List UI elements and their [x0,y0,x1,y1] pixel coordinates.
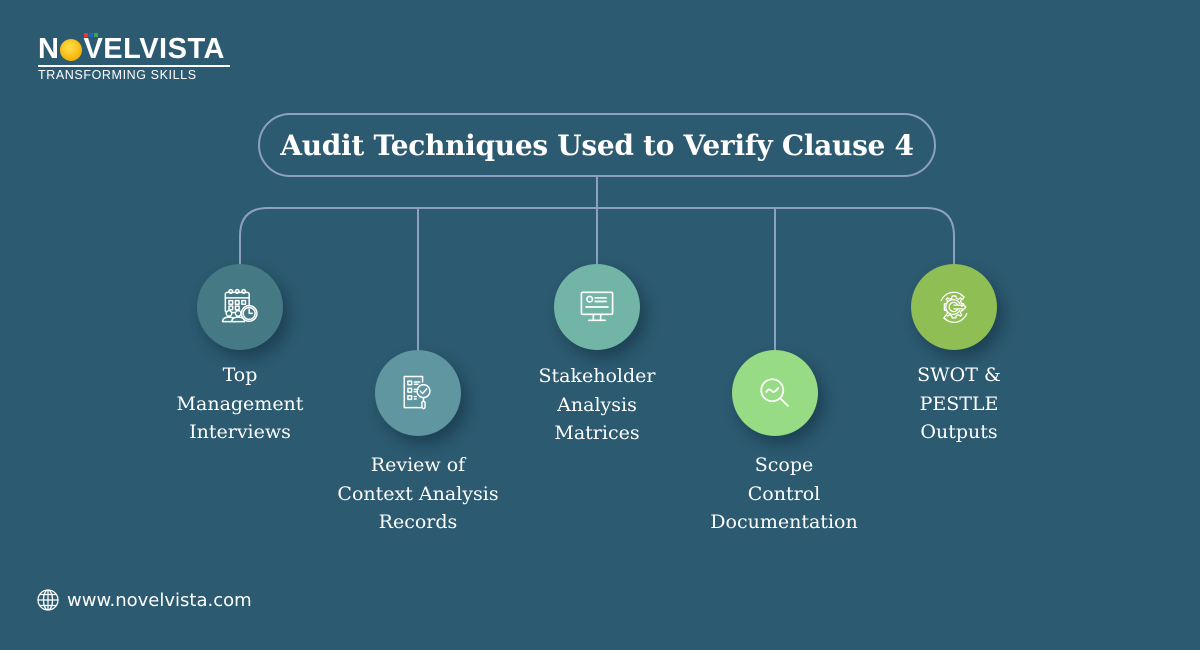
node-top-management-interviews [197,264,283,350]
magnifier-trend-icon [760,378,789,407]
node-review-context-analysis-records [375,350,461,436]
label-review-context-analysis-records: Review of Context Analysis Records [318,451,518,537]
label-swot-pestle-outputs: SWOT & PESTLE Outputs [859,361,1059,447]
node-swot-pestle-outputs [911,264,997,350]
diagram-title: Audit Techniques Used to Verify Clause 4 [280,128,914,162]
label-scope-control-documentation: Scope Control Documentation [684,451,884,537]
node-scope-control-documentation [732,350,818,436]
monitor-profile-icon [580,291,614,322]
label-line: Matrices [554,422,640,444]
logo-tagline: TRANSFORMING SKILLS [38,67,197,82]
logo-divider [38,65,230,67]
label-line: Top [222,364,258,386]
logo-letters: VELVISTA [83,33,225,65]
globe-icon [37,589,59,611]
sun-icon [60,33,99,61]
label-line: PESTLE [919,392,999,415]
title-pill: Audit Techniques Used to Verify Clause 4 [258,113,936,177]
novelvista-logo: N VELVISTA TRANSFORMING SKILLS [38,33,233,82]
label-stakeholder-analysis-matrices: Stakeholder Analysis Matrices [497,362,697,448]
logo-dots [84,33,99,37]
label-line: Outputs [920,421,998,443]
calendar-meeting-icon [221,288,258,323]
website-footer[interactable]: www.novelvista.com [36,588,252,612]
label-line: Context Analysis [337,482,499,505]
label-line: Documentation [710,511,858,533]
logo-letter-n: N [38,33,60,65]
website-link[interactable]: www.novelvista.com [67,589,252,611]
label-top-management-interviews: Top Management Interviews [140,361,340,447]
label-line: Management [176,392,304,415]
gear-cycle-icon [940,291,968,323]
label-line: Stakeholder [538,365,656,387]
label-line: Control [747,482,821,505]
checklist-review-icon [403,375,431,410]
logo-wordmark: N VELVISTA [38,33,233,65]
label-line: SWOT & [917,364,1001,386]
label-line: Analysis [557,393,637,416]
label-line: Interviews [189,421,291,443]
label-line: Records [378,511,458,533]
label-line: Review of [370,454,466,476]
label-line: Scope [754,454,814,476]
node-stakeholder-analysis-matrices [554,264,640,350]
